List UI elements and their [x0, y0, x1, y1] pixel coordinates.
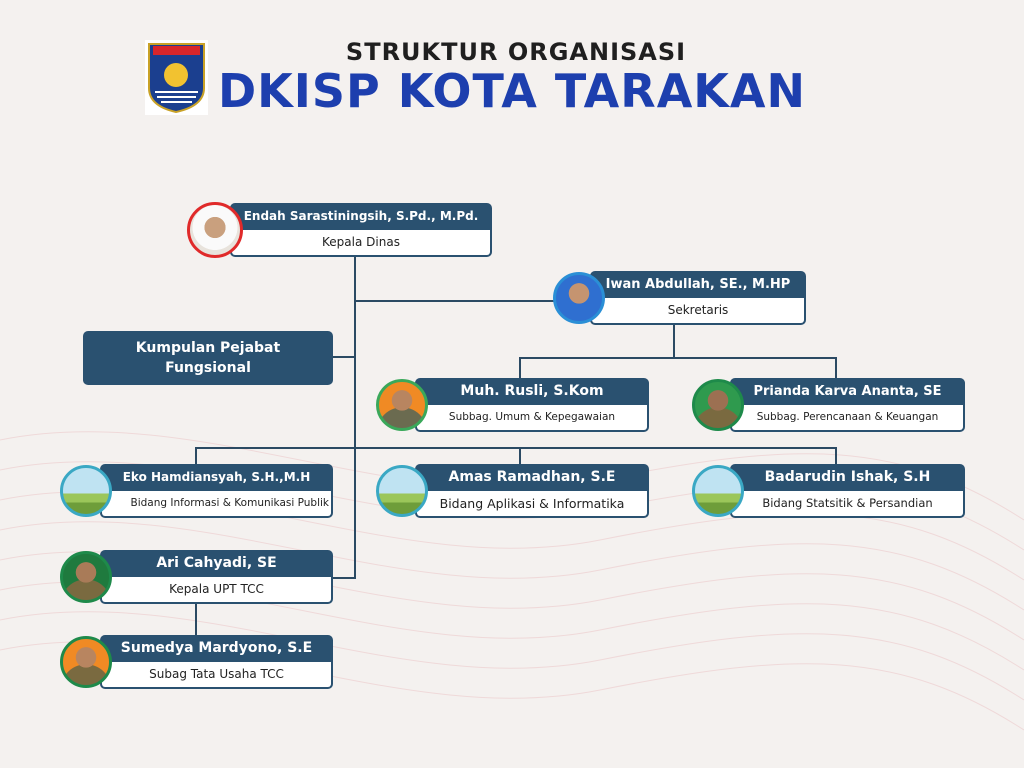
- card-subbag-umum: Muh. Rusli, S.Kom Subbag. Umum & Kepegaw…: [415, 378, 649, 432]
- page-title: DKISP KOTA TARAKAN: [217, 64, 807, 118]
- person-role: Bidang Informasi & Komunikasi Publik: [100, 491, 333, 518]
- connector: [195, 604, 197, 635]
- card-subag-tu-tcc: Sumedya Mardyono, S.E Subag Tata Usaha T…: [100, 635, 333, 689]
- connector: [673, 325, 675, 358]
- fungsional-line1: Kumpulan Pejabat: [135, 340, 281, 356]
- person-name: Sumedya Mardyono, S.E: [100, 635, 333, 662]
- person-role: Sekretaris: [590, 298, 806, 325]
- page-subtitle: STRUKTUR ORGANISASI: [345, 38, 687, 66]
- connector: [519, 357, 521, 378]
- connector: [835, 447, 837, 464]
- avatar-placeholder: [376, 465, 428, 517]
- connector: [520, 357, 837, 359]
- card-subbag-perencanaan: Prianda Karva Ananta, SE Subbag. Perenca…: [730, 378, 965, 432]
- avatar: [60, 636, 112, 688]
- card-bidang-aptika: Amas Ramadhan, S.E Bidang Aplikasi & Inf…: [415, 464, 649, 518]
- connector: [835, 357, 837, 378]
- avatar: [692, 379, 744, 431]
- connector: [354, 255, 356, 579]
- avatar: [187, 202, 243, 258]
- card-kepala-dinas: Endah Sarastiningsih, S.Pd., M.Pd. Kepal…: [230, 203, 492, 257]
- person-role: Kepala Dinas: [230, 230, 492, 257]
- person-role: Subag Tata Usaha TCC: [100, 662, 333, 689]
- kota-tarakan-logo: [145, 40, 208, 115]
- person-name: Muh. Rusli, S.Kom: [415, 378, 649, 405]
- person-role: Bidang Aplikasi & Informatika: [415, 491, 649, 518]
- person-name: Amas Ramadhan, S.E: [415, 464, 649, 491]
- card-bidang-ikp: Eko Hamdiansyah, S.H.,M.H Bidang Informa…: [100, 464, 333, 518]
- avatar: [553, 272, 605, 324]
- connector: [333, 577, 355, 579]
- person-name: Badarudin Ishak, S.H: [730, 464, 965, 491]
- person-role: Bidang Statsitik & Persandian: [730, 491, 965, 518]
- card-sekretaris: Iwan Abdullah, SE., M.HP Sekretaris: [590, 271, 806, 325]
- avatar: [60, 551, 112, 603]
- person-role: Subbag. Umum & Kepegawaian: [415, 405, 649, 432]
- connector: [333, 356, 355, 358]
- person-name: Endah Sarastiningsih, S.Pd., M.Pd.: [230, 203, 492, 230]
- person-name: Eko Hamdiansyah, S.H.,M.H: [100, 464, 333, 491]
- connector: [355, 300, 555, 302]
- person-name: Iwan Abdullah, SE., M.HP: [590, 271, 806, 298]
- connector: [195, 447, 197, 464]
- person-role: Kepala UPT TCC: [100, 577, 333, 604]
- avatar: [376, 379, 428, 431]
- person-name: Prianda Karva Ananta, SE: [730, 378, 965, 405]
- avatar-placeholder: [692, 465, 744, 517]
- avatar-placeholder: [60, 465, 112, 517]
- person-name: Ari Cahyadi, SE: [100, 550, 333, 577]
- fungsional-line2: Fungsional: [165, 360, 251, 376]
- connector: [519, 447, 521, 464]
- person-role: Subbag. Perencanaan & Keuangan: [730, 405, 965, 432]
- card-bidang-statistik: Badarudin Ishak, S.H Bidang Statsitik & …: [730, 464, 965, 518]
- connector: [196, 447, 837, 449]
- card-kepala-upt: Ari Cahyadi, SE Kepala UPT TCC: [100, 550, 333, 604]
- kumpulan-pejabat-fungsional-box: Kumpulan Pejabat Fungsional: [83, 331, 333, 385]
